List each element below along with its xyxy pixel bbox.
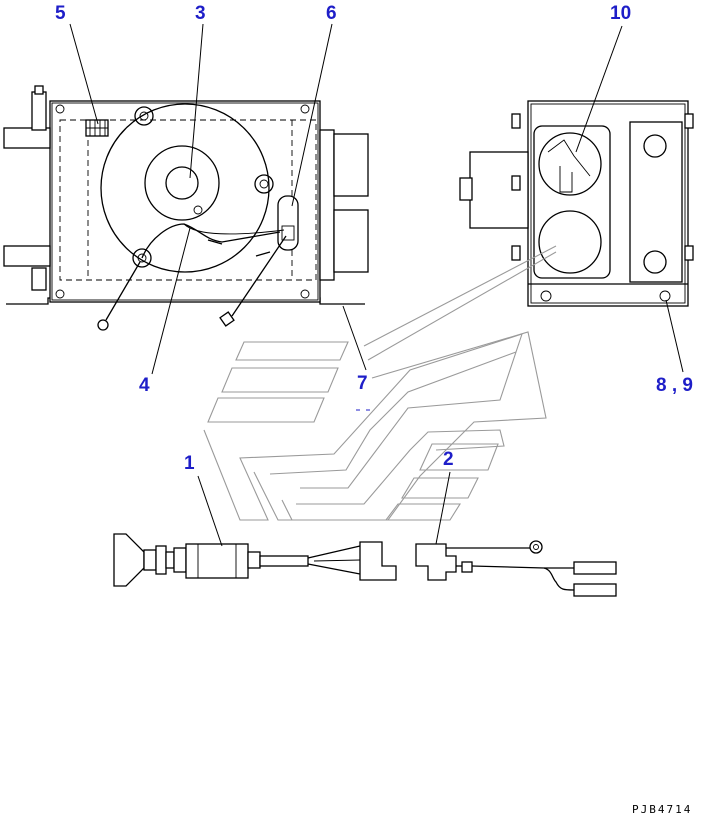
callout-1: 1 xyxy=(184,453,195,474)
wiring-harness xyxy=(415,540,617,597)
callout-7: 7 xyxy=(357,373,368,394)
callout-3: 3 xyxy=(195,3,206,24)
callout-4: 4 xyxy=(139,375,150,396)
callout-2: 2 xyxy=(443,449,454,470)
heater-unit-front-view xyxy=(3,85,369,331)
callout-5: 5 xyxy=(55,3,66,24)
callout-10: 10 xyxy=(610,3,631,24)
control-cable-assembly xyxy=(113,533,397,587)
drawing-code: PJB4714 xyxy=(632,803,692,816)
callout-6: 6 xyxy=(326,3,337,24)
callout-8-9: 8 , 9 xyxy=(656,375,693,396)
heater-unit-side-view xyxy=(459,100,694,307)
leader-lines xyxy=(69,23,684,547)
view-arrow-outline xyxy=(203,245,557,521)
